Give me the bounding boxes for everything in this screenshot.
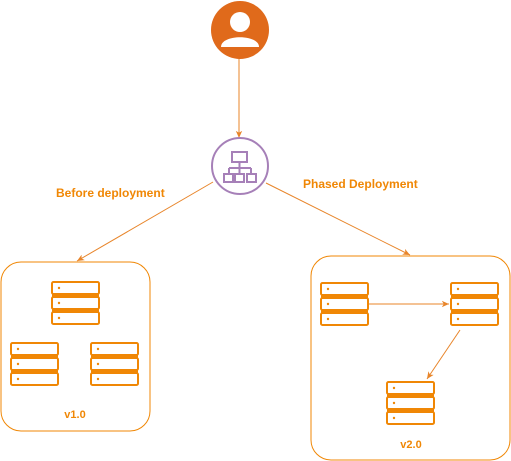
v1-server-right-icon — [90, 342, 139, 386]
edge-v2-server-b-to-c — [426, 329, 461, 380]
v2-server-b-icon — [450, 282, 499, 326]
edge-lb-to-v2 — [265, 182, 411, 256]
v1-container — [0, 261, 151, 432]
v1-server-left-icon — [10, 342, 59, 386]
network-hierarchy-icon — [211, 137, 269, 195]
before-deployment-label: Before deployment — [56, 186, 165, 200]
v1-label: v1.0 — [64, 409, 85, 421]
v2-server-c-icon — [386, 381, 435, 425]
phased-deployment-label: Phased Deployment — [303, 177, 418, 191]
user-icon — [211, 1, 269, 59]
v2-label: v2.0 — [400, 439, 421, 451]
v2-server-a-icon — [320, 282, 369, 326]
v1-server-top-icon — [51, 281, 100, 325]
edge-lb-to-v1 — [76, 181, 214, 262]
